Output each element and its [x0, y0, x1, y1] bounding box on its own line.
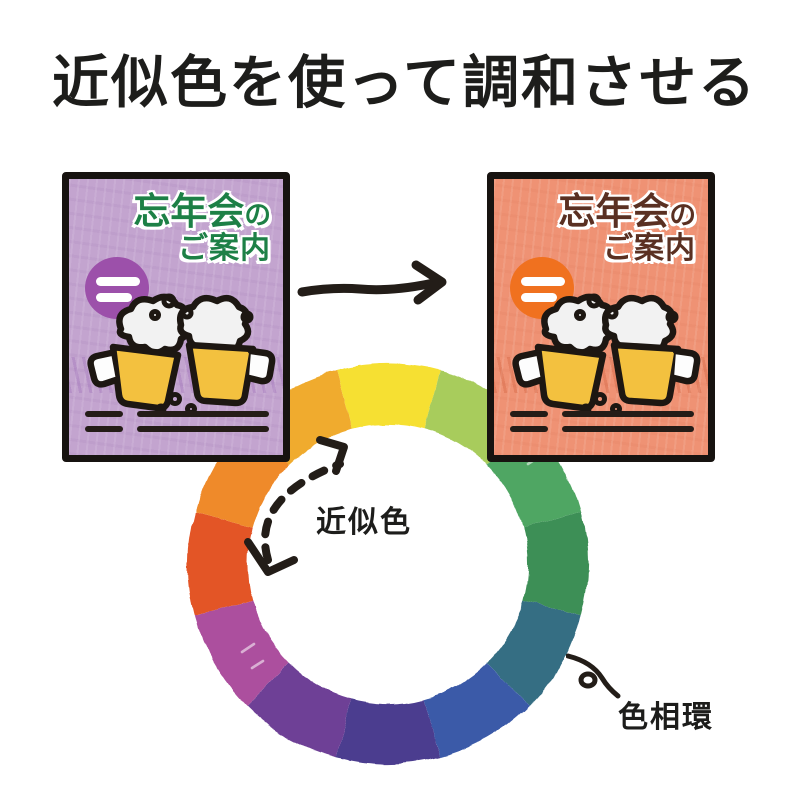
badge-bar-top	[521, 277, 565, 286]
badge-bar-top	[96, 277, 140, 286]
poster-line-row	[85, 426, 269, 432]
poster-headline: 忘年会の ご案内	[69, 193, 283, 264]
page-title: 近似色を使って調和させる	[52, 50, 758, 116]
headline-sub: ご案内	[178, 230, 271, 266]
analogous-arc-arrow-icon	[236, 432, 376, 582]
line-segment-long	[137, 426, 269, 432]
color-wheel	[176, 352, 600, 776]
wheel-segment-violet	[246, 662, 352, 758]
headline-main: 忘年会	[558, 190, 670, 233]
line-segment-long	[562, 426, 694, 432]
headline-main: 忘年会	[133, 190, 245, 233]
wheel-callout-label: 色相環	[618, 700, 714, 735]
poster-line-row	[510, 426, 694, 432]
analogous-label: 近似色	[316, 505, 412, 540]
line-segment-short	[510, 426, 548, 432]
after-poster[interactable]: 忘年会の ご案内	[487, 172, 715, 462]
poster-line-row	[510, 411, 694, 417]
line-segment-short	[85, 411, 123, 417]
badge-bar-bottom	[521, 293, 557, 302]
wheel-segment-indigo	[336, 699, 440, 764]
badge-bar-bottom	[96, 293, 132, 302]
wheel-callout-pointer-icon	[566, 652, 656, 714]
poster-text-lines	[85, 411, 269, 441]
line-segment-long	[562, 411, 694, 417]
beer-mugs-icon	[502, 287, 702, 415]
before-poster[interactable]: 忘年会の ご案内	[62, 172, 290, 462]
headline-particle: の	[244, 200, 271, 231]
wheel-segment-blue	[424, 662, 530, 758]
poster-text-lines	[510, 411, 694, 441]
line-segment-short	[510, 411, 548, 417]
poster-line-row	[85, 411, 269, 417]
line-segment-long	[137, 411, 269, 417]
poster-headline: 忘年会の ご案内	[494, 193, 708, 264]
beer-mugs-icon	[77, 287, 277, 415]
headline-particle: の	[669, 200, 696, 231]
headline-sub: ご案内	[603, 230, 696, 266]
wheel-segment-deep-green	[523, 512, 588, 616]
wheel-segment-yellow	[336, 364, 440, 429]
transform-arrow-icon	[296, 252, 476, 324]
wheel-segment-teal-blue	[486, 600, 582, 706]
wheel-segment-red-orange	[188, 512, 253, 616]
line-segment-short	[85, 426, 123, 432]
